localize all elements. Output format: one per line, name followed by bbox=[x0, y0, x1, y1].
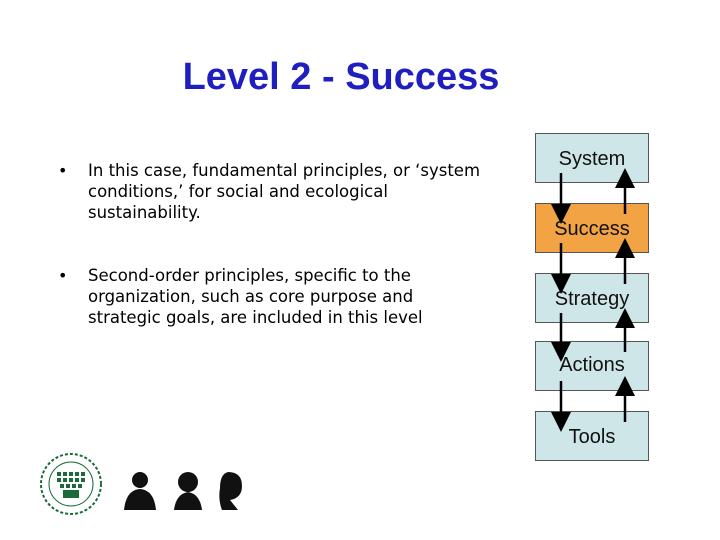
bullet-dot: • bbox=[58, 266, 68, 285]
level-label: Actions bbox=[559, 354, 625, 376]
bullet-item: • Second-order principles, specific to t… bbox=[58, 265, 488, 328]
bullet-text: In this case, fundamental principles, or… bbox=[88, 161, 481, 222]
level-label: Strategy bbox=[554, 288, 630, 310]
level-label: System bbox=[558, 148, 626, 170]
level-box-success: Success bbox=[535, 203, 649, 253]
people-silhouettes-icon bbox=[124, 472, 242, 510]
level-label: Tools bbox=[568, 426, 616, 448]
level-label: Success bbox=[554, 218, 630, 240]
bullet-text: Second-order principles, specific to the… bbox=[88, 266, 423, 327]
bullet-list: • In this case, fundamental principles, … bbox=[58, 160, 488, 370]
slide-title: Level 2 - Success bbox=[182, 56, 500, 98]
bullet-dot: • bbox=[58, 161, 68, 180]
university-seal-icon bbox=[40, 453, 102, 515]
bullet-item: • In this case, fundamental principles, … bbox=[58, 160, 488, 223]
